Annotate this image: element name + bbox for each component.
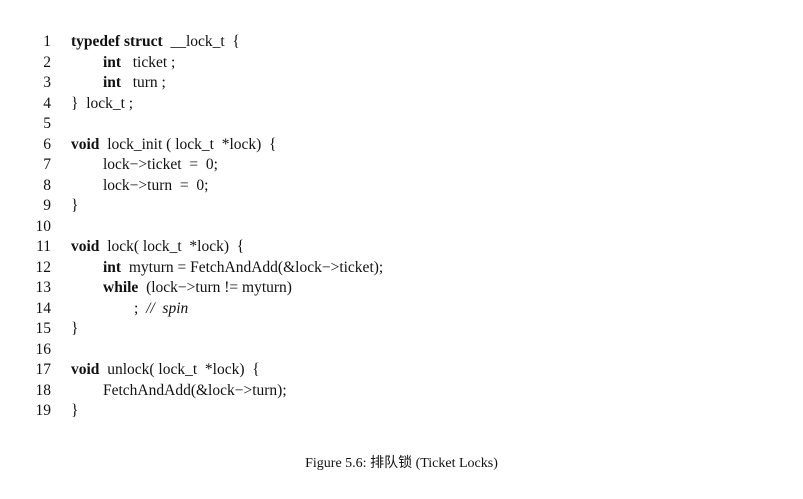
code-keyword: void [71, 135, 100, 153]
line-number: 4 [43, 94, 51, 112]
code-text: while (lock−>turn != myturn) [103, 278, 292, 299]
code-text: int turn ; [103, 73, 166, 94]
code-keyword: void [71, 361, 100, 378]
code-text: lock−>ticket = 0; [103, 155, 218, 176]
code-line: 16 [0, 340, 803, 361]
code-token: FetchAndAdd(&lock−>turn); [103, 381, 287, 399]
code-text: ; // spin [134, 299, 188, 320]
code-token: lock( lock_t *lock) { [99, 238, 245, 255]
line-number: 7 [43, 156, 51, 173]
code-text: } [71, 196, 78, 217]
code-line: 15} [0, 319, 803, 340]
line-number: 5 [43, 115, 51, 132]
code-token: __lock_t { [162, 33, 240, 50]
code-line: 17 void unlock( lock_t *lock) { [0, 360, 803, 381]
code-line: 4 } lock_t ; [0, 94, 803, 115]
code-line: 11 void lock( lock_t *lock) { [0, 237, 803, 258]
code-token: myturn = FetchAndAdd(&lock−>ticket); [121, 258, 384, 276]
code-keyword: int [103, 53, 122, 71]
code-token: lock_init ( lock_t *lock) { [99, 135, 277, 153]
code-line: 1 typedef struct __lock_t { [0, 32, 803, 53]
line-number: 10 [35, 217, 52, 235]
code-text: typedef struct __lock_t { [71, 32, 240, 53]
code-line: 7 lock−>ticket = 0; [0, 155, 803, 176]
code-text: } lock_t ; [71, 94, 133, 115]
code-line: 6 void lock_init ( lock_t *lock) { [0, 135, 803, 156]
code-keyword: int [103, 74, 122, 91]
code-line: 5 [0, 114, 803, 135]
code-token: turn ; [121, 74, 166, 91]
line-number: 11 [36, 238, 51, 255]
code-token: } lock_t ; [71, 94, 134, 112]
code-line: 13 while (lock−>turn != myturn) [0, 278, 803, 299]
code-line: 3 int turn ; [0, 73, 803, 94]
line-number: 17 [35, 361, 52, 378]
line-number: 2 [43, 53, 51, 71]
line-number: 12 [35, 258, 52, 276]
line-number: 16 [35, 340, 52, 358]
line-number: 1 [43, 33, 51, 50]
code-text: FetchAndAdd(&lock−>turn); [103, 381, 287, 402]
code-text: int myturn = FetchAndAdd(&lock−>ticket); [103, 258, 383, 279]
code-keyword: void [71, 238, 100, 255]
code-text: } [71, 319, 78, 340]
line-number: 14 [35, 299, 52, 317]
figure-caption: Figure 5.6: 排队锁 (Ticket Locks) [305, 456, 498, 471]
code-line: 19} [0, 401, 803, 422]
line-number: 6 [43, 135, 51, 153]
code-token: lock−>turn = 0; [103, 176, 209, 194]
code-text: lock−>turn = 0; [103, 176, 208, 197]
line-number: 19 [35, 402, 52, 419]
code-line: 2 int ticket ; [0, 53, 803, 74]
code-token: (lock−>turn != myturn) [138, 279, 292, 296]
line-number: 3 [43, 74, 51, 91]
code-line: 10 [0, 217, 803, 238]
line-number: 9 [43, 197, 51, 214]
code-line: 14; // spin [0, 299, 803, 320]
code-keyword: while [103, 279, 139, 296]
code-line: 18 FetchAndAdd(&lock−>turn); [0, 381, 803, 402]
code-text: void unlock( lock_t *lock) { [71, 360, 260, 381]
code-token: } [71, 320, 79, 337]
code-token: lock−>ticket = 0; [103, 156, 218, 173]
code-token: ticket ; [121, 53, 176, 71]
code-comment: // spin [146, 299, 189, 317]
code-keyword: typedef struct [71, 33, 163, 50]
code-text: int ticket ; [103, 53, 175, 74]
line-number: 15 [35, 320, 52, 337]
line-number: 18 [35, 381, 52, 399]
code-token: } [71, 402, 79, 419]
code-token: unlock( lock_t *lock) { [99, 361, 260, 378]
code-text: } [71, 401, 78, 422]
code-text: void lock_init ( lock_t *lock) { [71, 135, 276, 156]
code-token: } [71, 197, 79, 214]
code-line: 9} [0, 196, 803, 217]
code-text: void lock( lock_t *lock) { [71, 237, 244, 258]
code-keyword: int [103, 258, 122, 276]
code-line: 12 int myturn = FetchAndAdd(&lock−>ticket… [0, 258, 803, 279]
code-token: ; [134, 299, 147, 317]
line-number: 8 [43, 176, 51, 194]
line-number: 13 [35, 279, 52, 296]
code-line: 8 lock−>turn = 0; [0, 176, 803, 197]
